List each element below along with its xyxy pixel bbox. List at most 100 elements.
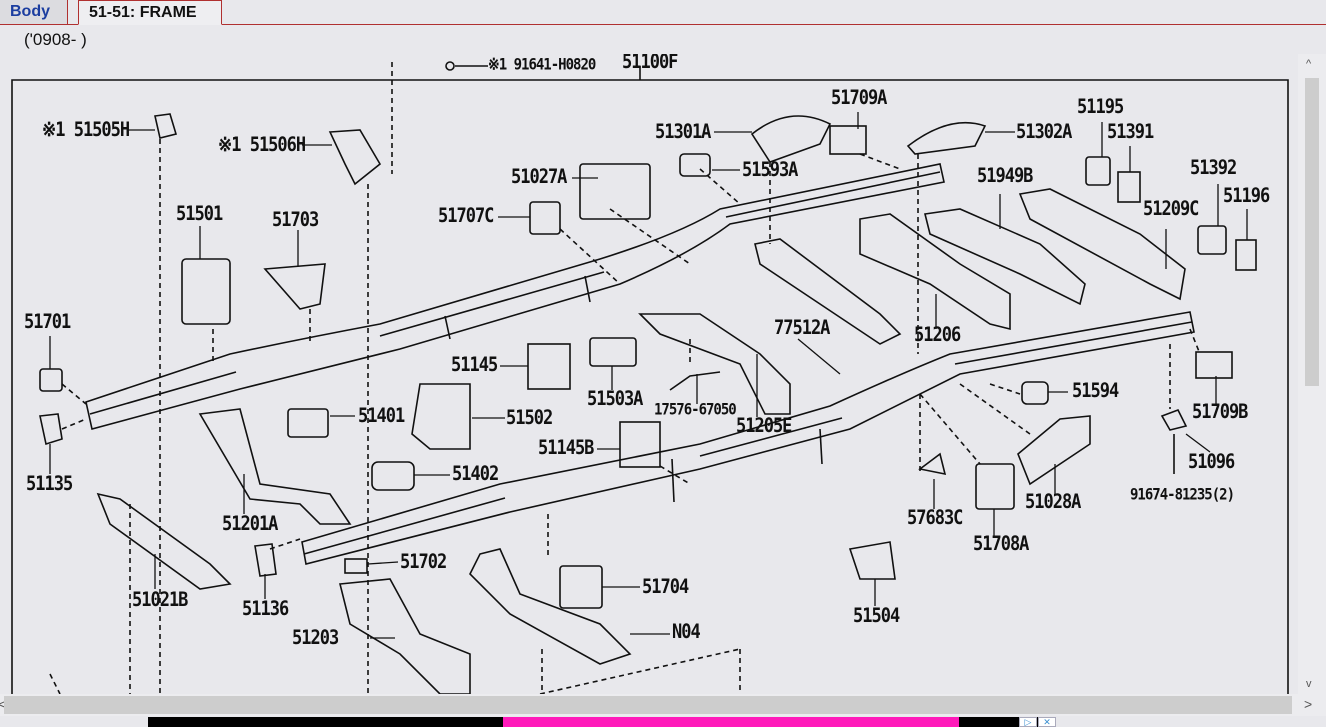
crossmember-51206 <box>859 213 1011 331</box>
label-17576-67050[interactable]: 17576-67050 <box>654 400 737 420</box>
part-51708a <box>975 463 1015 510</box>
label-51209c[interactable]: 51209C <box>1143 197 1199 221</box>
tab-frame[interactable]: 51-51: FRAME <box>78 0 222 25</box>
label-51505h[interactable]: ※1 51505H <box>42 118 130 142</box>
part-51302a <box>906 121 987 155</box>
label-51501[interactable]: 51501 <box>176 202 223 226</box>
part-51145b <box>619 421 661 468</box>
label-51503a[interactable]: 51503A <box>587 387 643 411</box>
label-57683c[interactable]: 57683C <box>907 506 963 530</box>
tab-body[interactable]: Body <box>0 0 68 24</box>
vertical-scrollbar[interactable]: ^ v <box>1298 54 1326 694</box>
label-51593a[interactable]: 51593A <box>742 158 798 182</box>
scroll-up-icon[interactable]: ^ <box>1306 58 1312 70</box>
crossmember-51209c <box>1018 188 1186 301</box>
label-51021b[interactable]: 51021B <box>132 588 188 612</box>
label-51096[interactable]: 51096 <box>1188 450 1235 474</box>
label-51594[interactable]: 51594 <box>1072 379 1119 403</box>
label-51401[interactable]: 51401 <box>358 404 405 428</box>
part-51196 <box>1235 239 1257 271</box>
label-51205e[interactable]: 51205E <box>736 414 792 438</box>
part-51502 <box>411 383 471 450</box>
label-51302a[interactable]: 51302A <box>1016 120 1072 144</box>
part-51594 <box>1021 381 1049 405</box>
scroll-left-icon[interactable]: < <box>0 696 6 712</box>
crossmember-n04 <box>469 548 632 665</box>
callout-assembly[interactable]: 51100F <box>622 54 678 74</box>
label-51196[interactable]: 51196 <box>1223 184 1270 208</box>
part-51704 <box>559 565 603 609</box>
frame-rail-right <box>301 311 1195 565</box>
label-51701[interactable]: 51701 <box>24 310 71 334</box>
label-51201a[interactable]: 51201A <box>222 512 278 536</box>
part-51096 <box>1160 408 1188 431</box>
crossmember-51949b <box>924 208 1086 306</box>
label-51301a[interactable]: 51301A <box>655 120 711 144</box>
label-51708a[interactable]: 51708A <box>973 532 1029 556</box>
part-51503a <box>589 337 637 367</box>
part-51709b <box>1195 351 1233 379</box>
label-51391[interactable]: 51391 <box>1107 120 1154 144</box>
label-51027a[interactable]: 51027A <box>511 165 567 189</box>
vertical-scroll-thumb[interactable] <box>1305 78 1319 386</box>
label-51206[interactable]: 51206 <box>914 323 961 347</box>
horizontal-scroll-thumb[interactable] <box>4 696 1292 714</box>
part-57683c <box>918 452 947 476</box>
label-51949b[interactable]: 51949B <box>977 164 1033 188</box>
label-51136[interactable]: 51136 <box>242 597 289 621</box>
label-n04[interactable]: N04 <box>672 620 701 644</box>
parts-diagram[interactable]: ※1 91641-H0820 51100F ※1 51505H ※1 51506… <box>0 54 1290 694</box>
label-77512a[interactable]: 77512A <box>774 316 830 340</box>
crossmember-77512a <box>754 238 902 345</box>
label-91674-81235[interactable]: 91674-81235(2) <box>1130 485 1235 505</box>
crossmember-51203 <box>338 578 471 694</box>
horizontal-scrollbar[interactable]: < > <box>0 694 1326 716</box>
part-51709a <box>829 125 867 155</box>
label-51195[interactable]: 51195 <box>1077 95 1124 119</box>
diagram-border <box>11 79 1289 694</box>
part-51501 <box>181 258 231 325</box>
part-51136 <box>254 543 277 577</box>
label-51709a[interactable]: 51709A <box>831 86 887 110</box>
part-51702 <box>344 558 368 574</box>
label-51702[interactable]: 51702 <box>400 550 447 574</box>
label-51504[interactable]: 51504 <box>853 604 900 628</box>
part-51301a <box>750 115 832 163</box>
frame-drawing <box>11 61 1289 694</box>
label-51392[interactable]: 51392 <box>1190 156 1237 180</box>
part-51401 <box>287 408 329 438</box>
label-51502[interactable]: 51502 <box>506 406 553 430</box>
label-51203[interactable]: 51203 <box>292 626 339 650</box>
part-51145 <box>527 343 571 390</box>
part-51402 <box>371 461 415 491</box>
label-51703[interactable]: 51703 <box>272 208 319 232</box>
label-51704[interactable]: 51704 <box>642 575 689 599</box>
label-51135[interactable]: 51135 <box>26 472 73 496</box>
label-51402[interactable]: 51402 <box>452 462 499 486</box>
label-51145b[interactable]: 51145B <box>538 436 594 460</box>
part-51027a <box>579 163 651 220</box>
label-51145[interactable]: 51145 <box>451 353 498 377</box>
part-51504 <box>848 541 896 580</box>
label-51506h[interactable]: ※1 51506H <box>218 133 306 157</box>
part-51593a <box>679 153 711 177</box>
part-51195 <box>1085 156 1111 186</box>
scroll-right-icon[interactable]: > <box>1304 696 1313 712</box>
ad-close-icon[interactable]: ✕ <box>1038 717 1056 727</box>
crossmember-51205e <box>638 313 791 415</box>
label-51028a[interactable]: 51028A <box>1025 490 1081 514</box>
ad-choices-icon[interactable]: ▷ <box>1019 717 1037 727</box>
part-51028a <box>1017 415 1091 486</box>
part-51392 <box>1197 225 1227 255</box>
part-51391 <box>1117 171 1141 203</box>
ad-banner[interactable] <box>148 717 1038 727</box>
date-range: ('0908- ) <box>24 30 87 49</box>
callout-bolt[interactable]: ※1 91641-H0820 <box>488 55 596 75</box>
part-51506h <box>328 129 382 186</box>
crossmember-51021b <box>96 492 232 590</box>
scroll-down-icon[interactable]: v <box>1306 678 1312 690</box>
label-51709b[interactable]: 51709B <box>1192 400 1248 424</box>
label-51707c[interactable]: 51707C <box>438 204 494 228</box>
part-51703 <box>263 263 326 310</box>
part-51701 <box>39 368 63 392</box>
